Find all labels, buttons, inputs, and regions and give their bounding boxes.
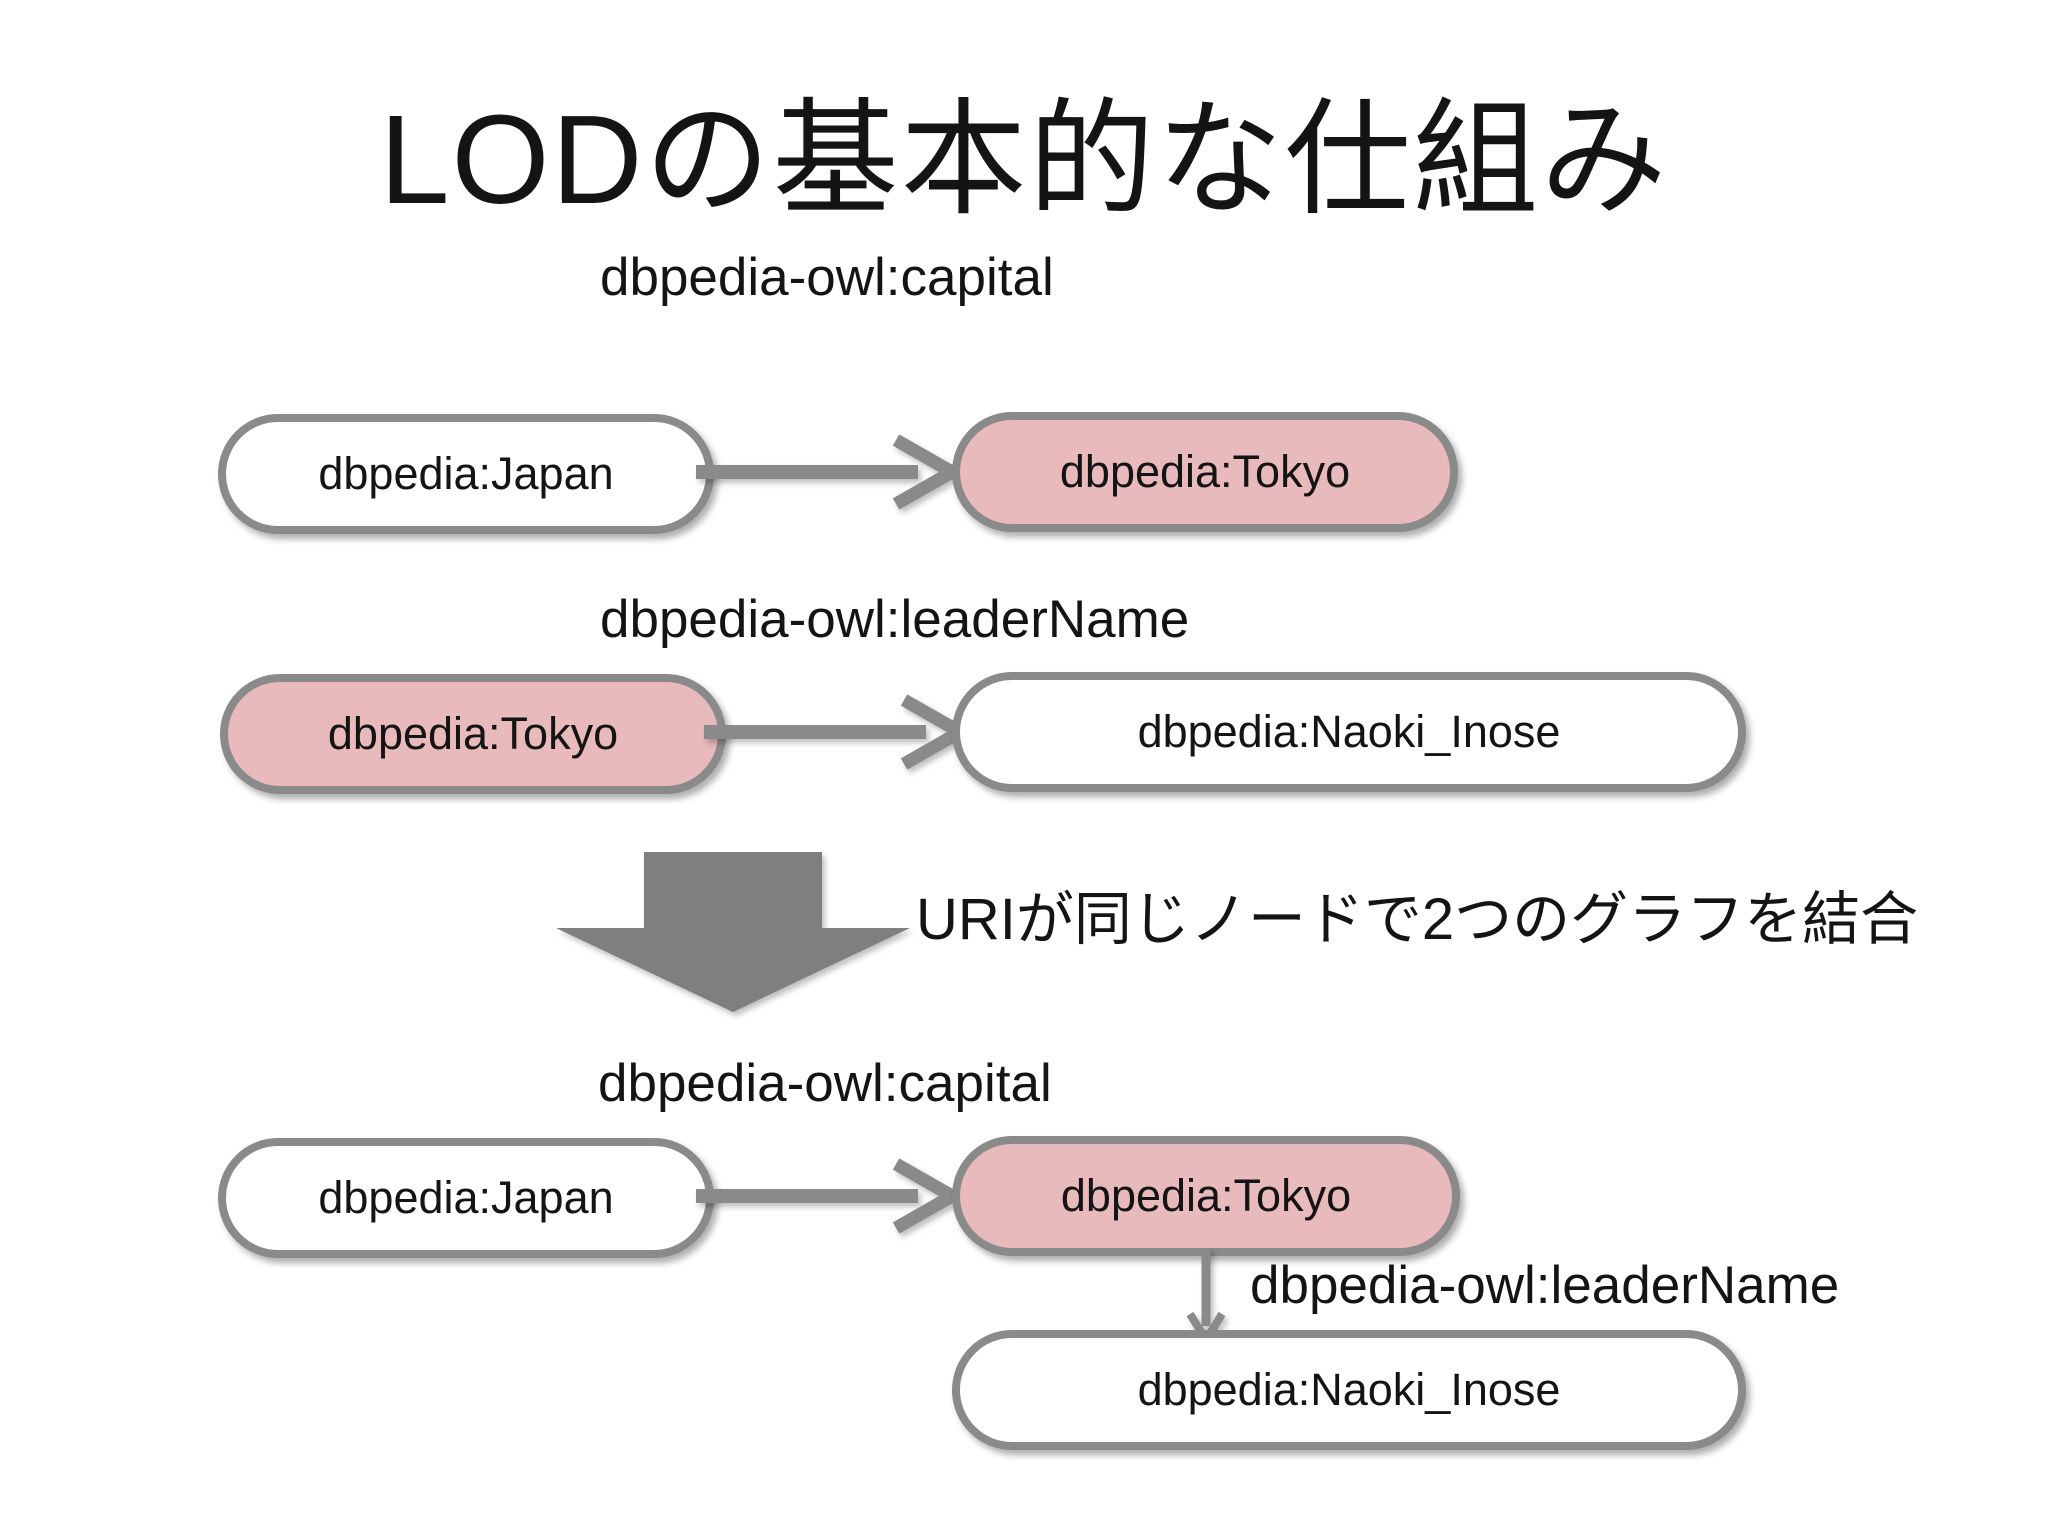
merged-predicate-leadername-label: dbpedia-owl:leaderName xyxy=(1250,1256,1840,1315)
g2-node-dbpedia-tokyo: dbpedia:Tokyo xyxy=(220,674,726,794)
g2-node-dbpedia-naoki-inose: dbpedia:Naoki_Inose xyxy=(952,672,1746,792)
merge-block-arrow-down-icon xyxy=(556,852,910,1012)
merged-node-dbpedia-tokyo: dbpedia:Tokyo xyxy=(952,1136,1460,1256)
g1-predicate-capital-label: dbpedia-owl:capital xyxy=(600,248,1054,307)
merged-node-dbpedia-naoki-inose: dbpedia:Naoki_Inose xyxy=(952,1330,1746,1450)
g2-predicate-leadername-label: dbpedia-owl:leaderName xyxy=(600,590,1190,649)
g1-arrow-right-icon xyxy=(696,434,966,510)
join-note: URIが同じノードで2つのグラフを結合 xyxy=(916,887,1919,952)
slide-title: LODの基本的な仕組み xyxy=(379,89,1669,230)
g1-node-dbpedia-tokyo: dbpedia:Tokyo xyxy=(952,412,1458,532)
g1-node-dbpedia-japan: dbpedia:Japan xyxy=(218,414,714,534)
merged-arrow-right-icon xyxy=(696,1158,966,1234)
merged-predicate-capital-label: dbpedia-owl:capital xyxy=(598,1054,1052,1113)
g2-arrow-right-icon xyxy=(704,694,974,770)
merged-node-dbpedia-japan: dbpedia:Japan xyxy=(218,1138,714,1258)
